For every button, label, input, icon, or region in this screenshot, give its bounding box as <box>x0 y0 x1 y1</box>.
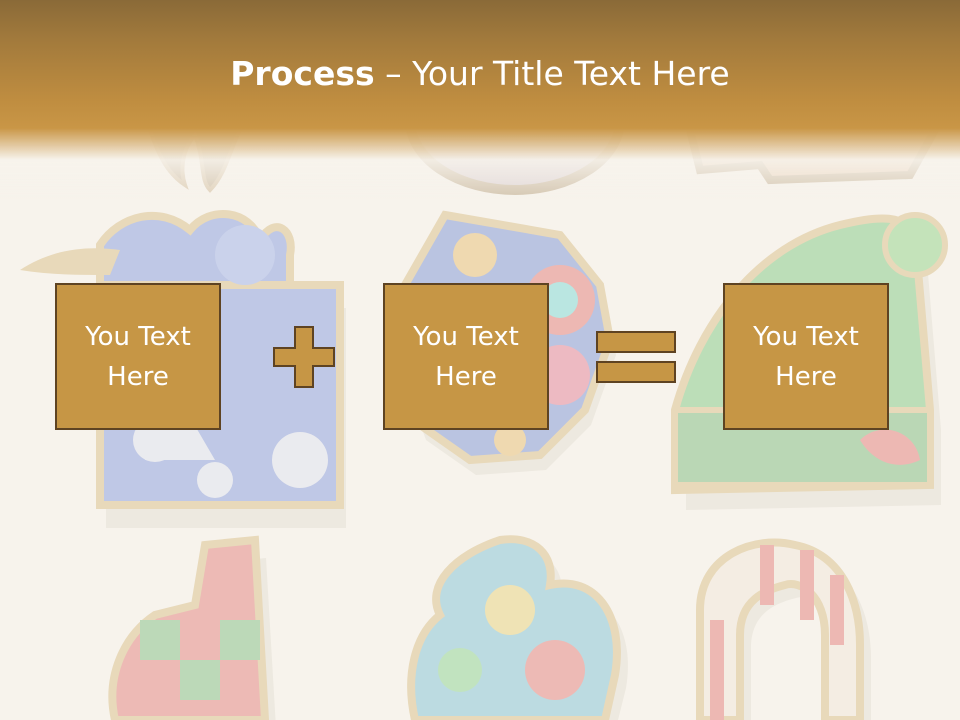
slide-title: Process – Your Title Text Here <box>0 52 960 96</box>
stocking-icon <box>108 535 276 720</box>
process-box-label: You Text Here <box>753 321 859 392</box>
title-separator: – <box>374 54 413 93</box>
process-box-label: You Text Here <box>413 321 519 392</box>
equals-icon <box>596 331 676 383</box>
process-box-1[interactable]: You Text Here <box>55 283 221 430</box>
candy-cane-icon <box>696 538 871 720</box>
plus-icon <box>273 326 335 388</box>
title-bold: Process <box>230 54 375 93</box>
process-box-label: You Text Here <box>85 321 191 392</box>
bird-icon <box>407 535 628 720</box>
process-box-2[interactable]: You Text Here <box>383 283 549 430</box>
title-bar <box>0 0 960 200</box>
process-box-3[interactable]: You Text Here <box>723 283 889 430</box>
title-text: Your Title Text Here <box>412 54 730 93</box>
